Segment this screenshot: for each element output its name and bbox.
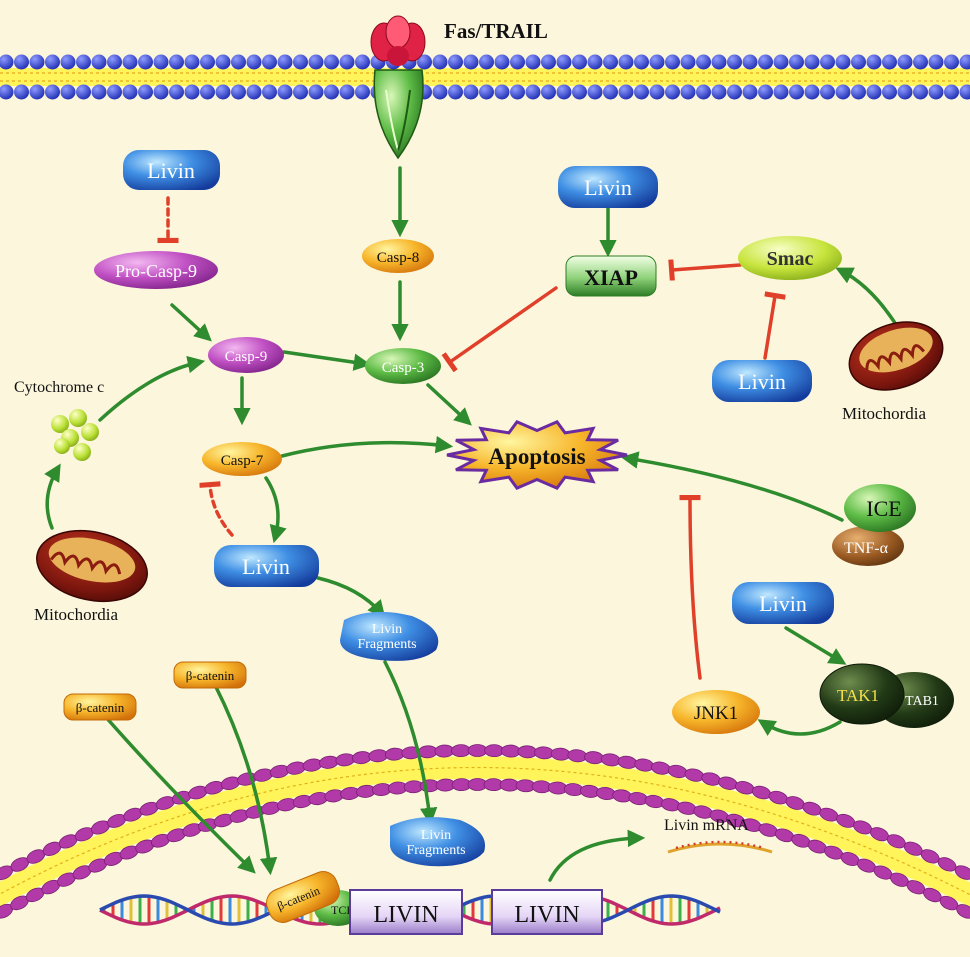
casp9-label: Casp-9 (225, 349, 268, 365)
arrow-casp9-casp3 (282, 350, 372, 371)
livin-fragments-label: Livin (421, 828, 451, 843)
receptor-label: Fas/TRAIL (444, 19, 548, 43)
arrow-gene-mrna (548, 829, 646, 882)
ice-label: ICE (866, 496, 901, 521)
smac-node: Smac (738, 236, 842, 280)
pro-casp9-node: Pro-Casp-9 (94, 251, 218, 289)
livin-label: Livin (147, 158, 195, 183)
livin-mrna-label: Livin mRNA (664, 817, 749, 834)
livin-node-4: Livin (712, 360, 812, 402)
livin-fragments-label: Fragments (357, 637, 416, 652)
cytochrome-c-particles (51, 409, 99, 461)
livin-node-2: Livin (214, 545, 319, 587)
livin-node-5: Livin (732, 582, 834, 624)
livin-node-1: Livin (123, 150, 220, 190)
tcf-label: TCF (331, 903, 353, 917)
xiap-node: XIAP (565, 255, 657, 297)
arrow-livin-tak1 (784, 626, 847, 665)
livin-fragments-node-1: Livin Fragments (340, 611, 439, 661)
tak1-tab1-node: TAK1 TAB1 (819, 663, 954, 728)
mitochondria-right-label: Mitochordia (842, 404, 926, 423)
livin-label: Livin (759, 591, 807, 616)
arrow-mito-cyto (44, 463, 61, 530)
tnf-label: TNF-α (844, 540, 889, 557)
mitochondria-left (36, 530, 148, 602)
inhibit-livin-casp7 (199, 481, 234, 537)
tab1-label: TAB1 (905, 694, 939, 709)
livin-label: Livin (584, 175, 632, 200)
casp9-node: Casp-9 (208, 337, 284, 373)
tak1-label: TAK1 (837, 686, 879, 705)
arrow-casp7-apoptosis (280, 435, 454, 458)
livin-mrna-strand (667, 840, 773, 854)
beta-catenin-label: β-catenin (76, 700, 125, 715)
casp8-label: Casp-8 (377, 250, 420, 266)
casp7-node: Casp-7 (202, 442, 282, 476)
livin-gene-label: LIVIN (373, 902, 438, 928)
livin-gene-box-1: LIVIN (349, 889, 463, 935)
smac-label: Smac (767, 248, 814, 270)
livin-node-3: Livin (558, 166, 658, 208)
mitochondria-left-label: Mitochordia (34, 605, 118, 624)
fas-trail-receptor (370, 15, 426, 160)
beta-catenin-node-2: β-catenin (173, 661, 247, 689)
casp8-node: Casp-8 (362, 239, 434, 273)
ice-tnf-node: ICE TNF-α (832, 484, 916, 566)
livin-label: Livin (242, 554, 290, 579)
casp3-node: Casp-3 (365, 348, 441, 384)
jnk1-node: JNK1 (672, 690, 760, 734)
cytochrome-c-label: Cytochrome c (14, 379, 104, 396)
mitochondria-right (848, 321, 944, 391)
arrow-bcat1-tcf (102, 713, 256, 874)
arrow-tak1-jnk1 (757, 719, 842, 736)
livin-fragments-label: Fragments (406, 843, 465, 858)
apoptosis-label: Apoptosis (488, 444, 585, 469)
livin-gene-box-2: LIVIN (491, 889, 603, 935)
inhibition-lines (157, 196, 786, 680)
xiap-label: XIAP (584, 265, 638, 290)
inhibit-livin-smac (763, 291, 786, 360)
inhibit-jnk1-apoptosis (679, 495, 702, 680)
plasma-membrane (0, 54, 970, 100)
arrow-livin-fragments (316, 576, 386, 619)
livin-gene-label: LIVIN (514, 902, 579, 928)
beta-catenin-node-1: β-catenin (63, 693, 137, 721)
arrow-mito-smac (835, 267, 897, 325)
livin-fragments-label: Livin (372, 622, 402, 637)
activation-arrows (44, 166, 897, 882)
livin-label: Livin (738, 369, 786, 394)
arrow-ice-apoptosis (620, 451, 844, 522)
casp3-label: Casp-3 (382, 360, 425, 376)
nuclear-membrane (0, 744, 970, 919)
jnk1-label: JNK1 (694, 703, 738, 724)
casp7-label: Casp-7 (221, 453, 264, 469)
pro-casp9-label: Pro-Casp-9 (115, 261, 197, 281)
beta-catenin-label: β-catenin (186, 668, 235, 683)
arrow-bcat2-tcf (213, 683, 278, 876)
arrow-casp3-apoptosis (426, 383, 472, 426)
arrow-casp7-livin (264, 476, 287, 544)
arrow-fragments-nucleus (383, 660, 438, 826)
inhibit-smac-xiap (668, 259, 742, 281)
arrow-cyto-casp9 (98, 355, 206, 422)
inhibit-xiap-casp3 (441, 286, 558, 373)
arrow-procasp9-casp9 (170, 303, 212, 342)
livin-fragments-node-2: Livin Fragments (390, 817, 485, 867)
apoptosis-node: Apoptosis (446, 420, 628, 490)
